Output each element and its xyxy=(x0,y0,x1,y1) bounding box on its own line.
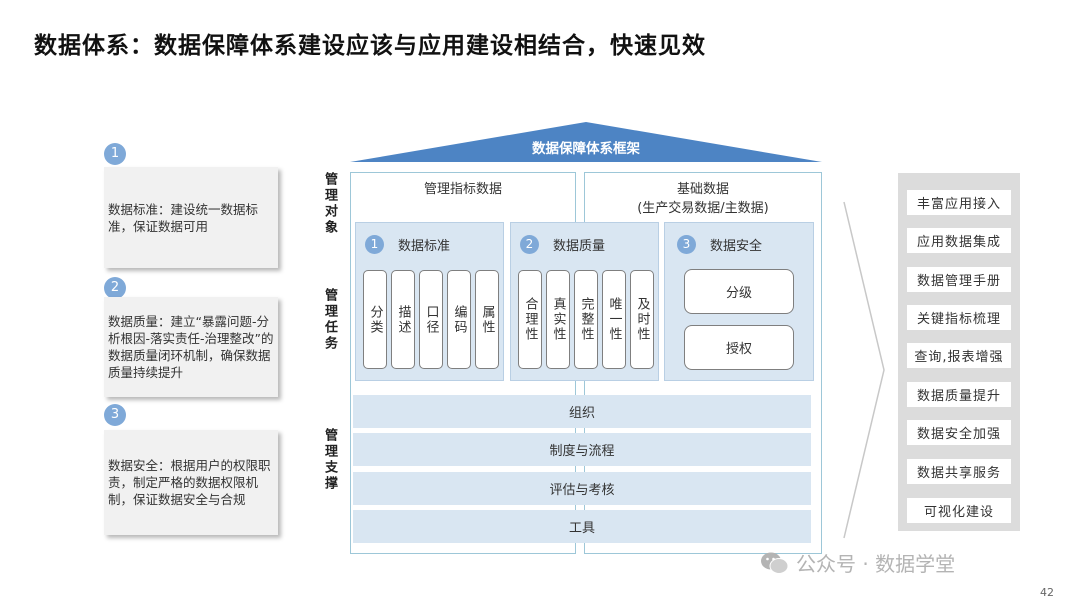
note-3-number: 3 xyxy=(104,404,126,426)
panel-2-number: 2 xyxy=(520,235,539,254)
column-basic-data: 基础数据 xyxy=(676,182,729,197)
chevron-arrow-icon xyxy=(843,201,885,539)
panel-data-quality: 2 数据质量 合理性 真实性 完整性 唯一性 及时性 xyxy=(510,222,659,381)
panel-data-security: 3 数据安全 分级 授权 xyxy=(664,222,814,381)
panel-1-title: 数据标准 xyxy=(398,239,451,254)
note-2-text: 数据质量：建立“暴露问题-分析根因-落实责任-治理整改”的数据质量闭环机制，确保… xyxy=(108,314,274,380)
page-number: 42 xyxy=(1040,586,1054,599)
item-coding: 编码 xyxy=(447,270,471,369)
item-grading: 分级 xyxy=(684,269,794,314)
item-rationality: 合理性 xyxy=(518,270,542,369)
panel-3-title: 数据安全 xyxy=(710,239,763,254)
app-item: 可视化建设 xyxy=(907,498,1011,523)
item-caliber: 口径 xyxy=(419,270,443,369)
column-basic-data-sub: (生产交易数据/主数据) xyxy=(637,201,769,216)
support-organization: 组织 xyxy=(353,395,811,428)
watermark-text: 公众号 · 数据学堂 xyxy=(796,552,956,576)
item-attribute: 属性 xyxy=(475,270,499,369)
item-authorization: 授权 xyxy=(684,325,794,370)
panel-1-number: 1 xyxy=(365,235,384,254)
app-item: 关键指标梳理 xyxy=(907,305,1011,330)
support-system-process: 制度与流程 xyxy=(353,433,811,466)
support-evaluation: 评估与考核 xyxy=(353,472,811,505)
framework-roof xyxy=(350,122,822,162)
note-data-security: 数据安全：根据用户的权限职责，制定严格的数据权限机制，保证数据安全与合规 xyxy=(104,430,278,535)
item-completeness: 完整性 xyxy=(574,270,598,369)
note-1-text: 数据标准：建设统一数据标准，保证数据可用 xyxy=(108,201,259,234)
app-item: 数据共享服务 xyxy=(907,459,1011,484)
item-authenticity: 真实性 xyxy=(546,270,570,369)
panel-data-standard: 1 数据标准 分类 描述 口径 编码 属性 xyxy=(355,222,504,381)
item-description: 描述 xyxy=(391,270,415,369)
note-3-text: 数据安全：根据用户的权限职责，制定严格的数据权限机制，保证数据安全与合规 xyxy=(108,458,271,507)
label-management-support: 管理支撑 xyxy=(322,428,337,492)
app-item: 数据安全加强 xyxy=(907,420,1011,445)
note-data-quality: 数据质量：建立“暴露问题-分析根因-落实责任-治理整改”的数据质量闭环机制，确保… xyxy=(104,297,278,397)
support-tools: 工具 xyxy=(353,510,811,543)
page-title: 数据体系：数据保障体系建设应该与应用建设相结合，快速见效 xyxy=(34,33,706,59)
note-data-standard: 数据标准：建设统一数据标准，保证数据可用 xyxy=(104,167,278,268)
panel-2-title: 数据质量 xyxy=(553,239,606,254)
app-item: 丰富应用接入 xyxy=(907,190,1011,215)
application-list-panel: 丰富应用接入 应用数据集成 数据管理手册 关键指标梳理 查询,报表增强 数据质量… xyxy=(898,173,1020,531)
app-item: 数据质量提升 xyxy=(907,382,1011,407)
app-item: 查询,报表增强 xyxy=(907,343,1011,368)
item-timeliness: 及时性 xyxy=(630,270,654,369)
wechat-icon xyxy=(761,552,789,574)
app-item: 数据管理手册 xyxy=(907,267,1011,292)
label-management-object: 管理对象 xyxy=(322,172,337,236)
label-management-task: 管理任务 xyxy=(322,288,337,352)
note-1-number: 1 xyxy=(104,143,126,165)
item-uniqueness: 唯一性 xyxy=(602,270,626,369)
framework-title: 数据保障体系框架 xyxy=(532,141,640,157)
column-indicator-data: 管理指标数据 xyxy=(423,182,502,197)
panel-3-number: 3 xyxy=(677,235,696,254)
watermark: 公众号 · 数据学堂 xyxy=(760,548,955,577)
note-2-number: 2 xyxy=(104,277,126,299)
app-item: 应用数据集成 xyxy=(907,228,1011,253)
item-classification: 分类 xyxy=(363,270,387,369)
